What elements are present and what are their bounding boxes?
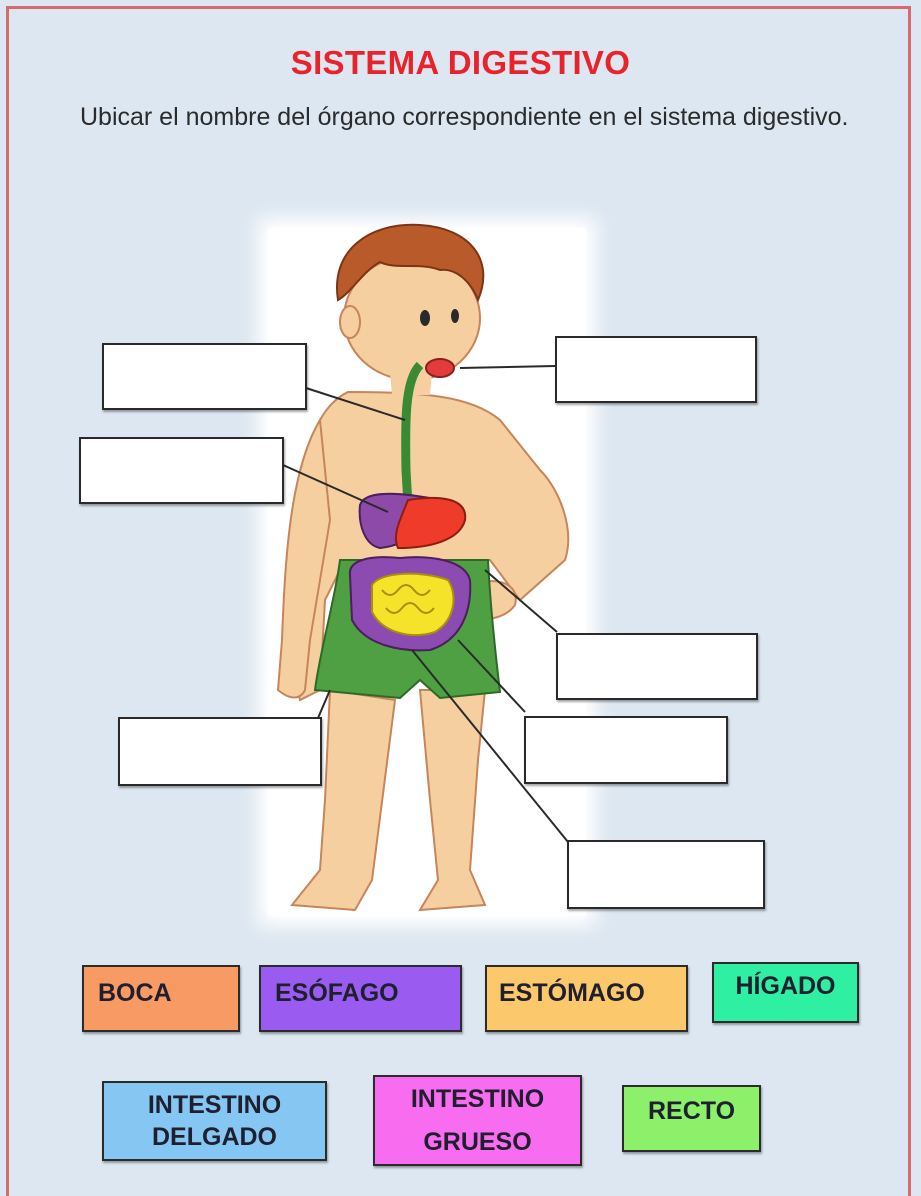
chip-estomago[interactable]: ESTÓMAGO [485, 965, 688, 1032]
chip-recto[interactable]: RECTO [622, 1085, 761, 1152]
left-arm [276, 416, 332, 699]
pointer-lines [282, 365, 569, 843]
hair [335, 223, 485, 303]
page-frame [6, 6, 911, 1196]
small-intestine-folds [381, 584, 435, 614]
answer-box-3[interactable] [555, 336, 757, 403]
chip-higado-label: HÍGADO [735, 972, 836, 1000]
chip-esofago-label: ESÓFAGO [275, 979, 399, 1007]
answer-box-5[interactable] [118, 717, 322, 786]
chip-intestino-grueso-line2: GRUESO [423, 1128, 532, 1157]
answer-box-4[interactable] [556, 633, 758, 700]
left-leg [290, 688, 397, 912]
chip-intestino-delgado[interactable]: INTESTINO DELGADO [102, 1081, 327, 1161]
chip-intestino-grueso[interactable]: INTESTINO GRUESO [373, 1075, 582, 1166]
chip-intestino-delgado-line2: DELGADO [152, 1123, 277, 1151]
chip-esofago[interactable]: ESÓFAGO [259, 965, 462, 1032]
chip-intestino-delgado-line1: INTESTINO [147, 1091, 282, 1119]
instruction-text: Ubicar el nombre del órgano correspondie… [80, 103, 849, 131]
chip-recto-label: RECTO [647, 1097, 736, 1125]
answer-box-2[interactable] [79, 437, 284, 504]
ear [339, 305, 361, 339]
stomach [394, 496, 467, 550]
chip-intestino-grueso-line1: INTESTINO [410, 1084, 545, 1113]
mouth [425, 358, 455, 378]
page-title: SISTEMA DIGESTIVO [290, 44, 631, 81]
chip-higado[interactable]: HÍGADO [712, 962, 859, 1023]
right-leg [418, 689, 487, 912]
esophagus [401, 361, 424, 506]
right-eye [451, 309, 459, 323]
left-eye [420, 310, 430, 326]
chip-boca[interactable]: BOCA [82, 965, 240, 1032]
chip-boca-label: BOCA [98, 979, 172, 1007]
answer-box-6[interactable] [524, 716, 728, 784]
answer-box-1[interactable] [102, 343, 307, 410]
answer-box-7[interactable] [567, 840, 765, 909]
chip-estomago-label: ESTÓMAGO [499, 979, 645, 1007]
